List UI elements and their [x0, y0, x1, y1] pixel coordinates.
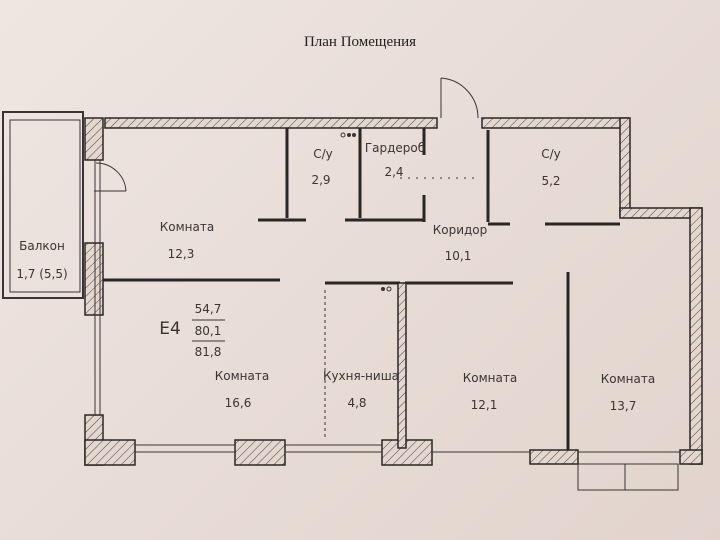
room-name-room1: Комната — [160, 220, 214, 234]
total-area-with-balcony: 81,8 — [195, 345, 222, 359]
room-name-balcony: Балкон — [19, 239, 65, 253]
exterior-walls — [84, 117, 703, 491]
room-name-bathroom1: С/у — [313, 147, 333, 161]
room-name-corridor: Коридор — [433, 223, 488, 237]
room-name-room4: Комната — [601, 372, 655, 386]
room-area-bathroom1: 2,9 — [311, 173, 330, 187]
room-area-room2: 16,6 — [225, 396, 252, 410]
room-name-kitchen: Кухня-ниша — [323, 369, 399, 383]
room-name-room2: Комната — [215, 369, 269, 383]
room-name-room3: Комната — [463, 371, 517, 385]
living-area: 54,7 — [195, 302, 222, 316]
entrance-door — [440, 77, 479, 119]
room-area-bathroom2: 5,2 — [541, 174, 560, 188]
balcony-door — [94, 162, 127, 192]
room-area-room3: 12,1 — [471, 398, 498, 412]
interior-walls — [103, 128, 620, 450]
room-area-balcony: 1,7 (5,5) — [16, 267, 67, 281]
room-area-corridor: 10,1 — [445, 249, 472, 263]
room-name-wardrobe: Гардероб — [365, 141, 425, 155]
room-name-bathroom2: С/у — [541, 147, 561, 161]
room-area-room1: 12,3 — [168, 247, 195, 261]
room-area-kitchen: 4,8 — [347, 396, 366, 410]
apartment-code: Е4 — [159, 319, 181, 339]
balcony — [2, 111, 84, 299]
plan-title: План Помещения — [303, 34, 417, 50]
total-area: 80,1 — [195, 324, 222, 338]
room-area-room4: 13,7 — [610, 399, 637, 413]
room-area-wardrobe: 2,4 — [384, 165, 403, 179]
